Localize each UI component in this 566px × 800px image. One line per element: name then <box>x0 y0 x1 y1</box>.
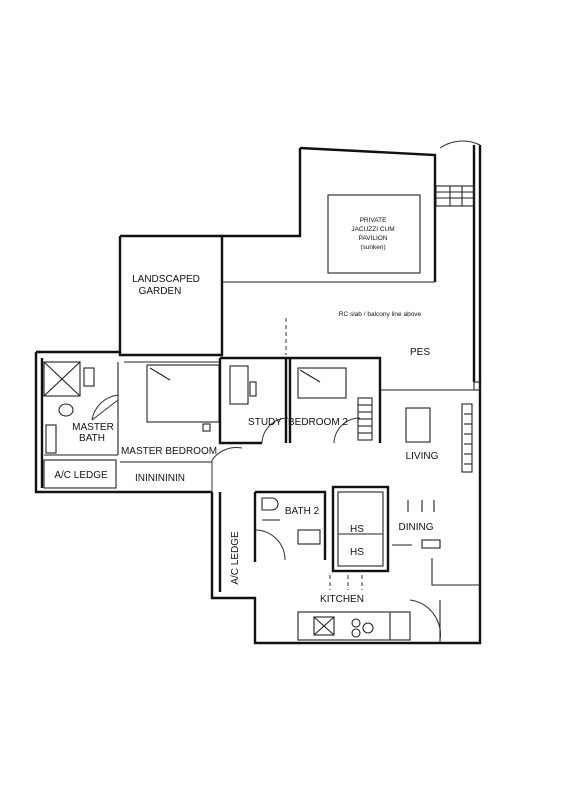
hob-burner-3 <box>362 622 374 634</box>
study-door <box>261 417 289 444</box>
entry-steps <box>435 185 475 207</box>
tv-console <box>405 407 431 443</box>
label-living: LIVING <box>406 451 439 462</box>
label-bedroom-2: BEDROOM 2 <box>288 417 348 428</box>
kitchen-sink <box>313 616 335 636</box>
label-rc-slab: RC slab / balcony line above <box>339 311 422 318</box>
label-study: STUDY <box>248 417 282 428</box>
label-pavilion: PAVILION <box>358 235 387 242</box>
label-master-bedroom: MASTER BEDROOM <box>121 446 217 457</box>
wardrobe-marks: INININININ <box>135 473 185 484</box>
kitchen <box>297 575 441 643</box>
label-pes: PES <box>410 347 430 358</box>
bedroom2-bed <box>297 367 347 399</box>
jacuzzi-area <box>222 140 481 391</box>
study-bedroom2 <box>218 356 382 445</box>
label-jacuzzi: JACUZZI CUM <box>351 226 394 233</box>
gate-swing <box>439 140 481 149</box>
bedroom2-door <box>333 417 361 444</box>
label-kitchen: KITCHEN <box>320 594 364 605</box>
master-bath <box>43 361 119 456</box>
bath-door <box>91 394 119 421</box>
exterior-walls <box>34 145 482 645</box>
toilet <box>58 403 74 417</box>
label-garden: GARDEN <box>139 286 182 297</box>
label-sunken: (sunken) <box>360 244 385 251</box>
room-labels: PRIVATE JACUZZI CUM PAVILION (sunken) LA… <box>54 217 438 605</box>
bath2-toilet <box>261 497 279 511</box>
kitchen-door <box>409 599 441 641</box>
hob-burner-1 <box>351 618 361 628</box>
dining <box>392 500 480 586</box>
label-ac-ledge-1: A/C LEDGE <box>54 470 108 481</box>
kitchen-counter <box>297 611 411 641</box>
label-hs-2: HS <box>350 547 364 558</box>
bath2-door <box>254 529 286 561</box>
label-ac-ledge-2: A/C LEDGE <box>230 531 241 585</box>
study-desk <box>229 365 249 405</box>
master-bed <box>146 364 220 423</box>
sofa <box>461 403 473 473</box>
master-bedroom-door <box>211 447 243 492</box>
household-shelter <box>331 485 390 573</box>
shower-stall <box>43 361 81 397</box>
label-dining: DINING <box>399 522 434 533</box>
label-bath-2: BATH 2 <box>285 506 320 517</box>
bath2-basin <box>297 529 321 545</box>
hs-outline <box>331 485 390 573</box>
label-hs-1: HS <box>350 524 364 535</box>
living <box>405 381 481 473</box>
label-bath: BATH <box>79 433 105 444</box>
master-bedroom: INININININ <box>120 361 243 492</box>
vanity <box>45 424 57 454</box>
label-landscaped: LANDSCAPED <box>132 274 200 285</box>
hob-burner-2 <box>351 628 361 638</box>
label-private: PRIVATE <box>360 217 388 224</box>
ac-ledge-left <box>43 459 117 489</box>
jacuzzi-pavilion-outline <box>327 194 421 274</box>
bath-2 <box>253 490 327 562</box>
label-master: MASTER <box>72 422 114 433</box>
